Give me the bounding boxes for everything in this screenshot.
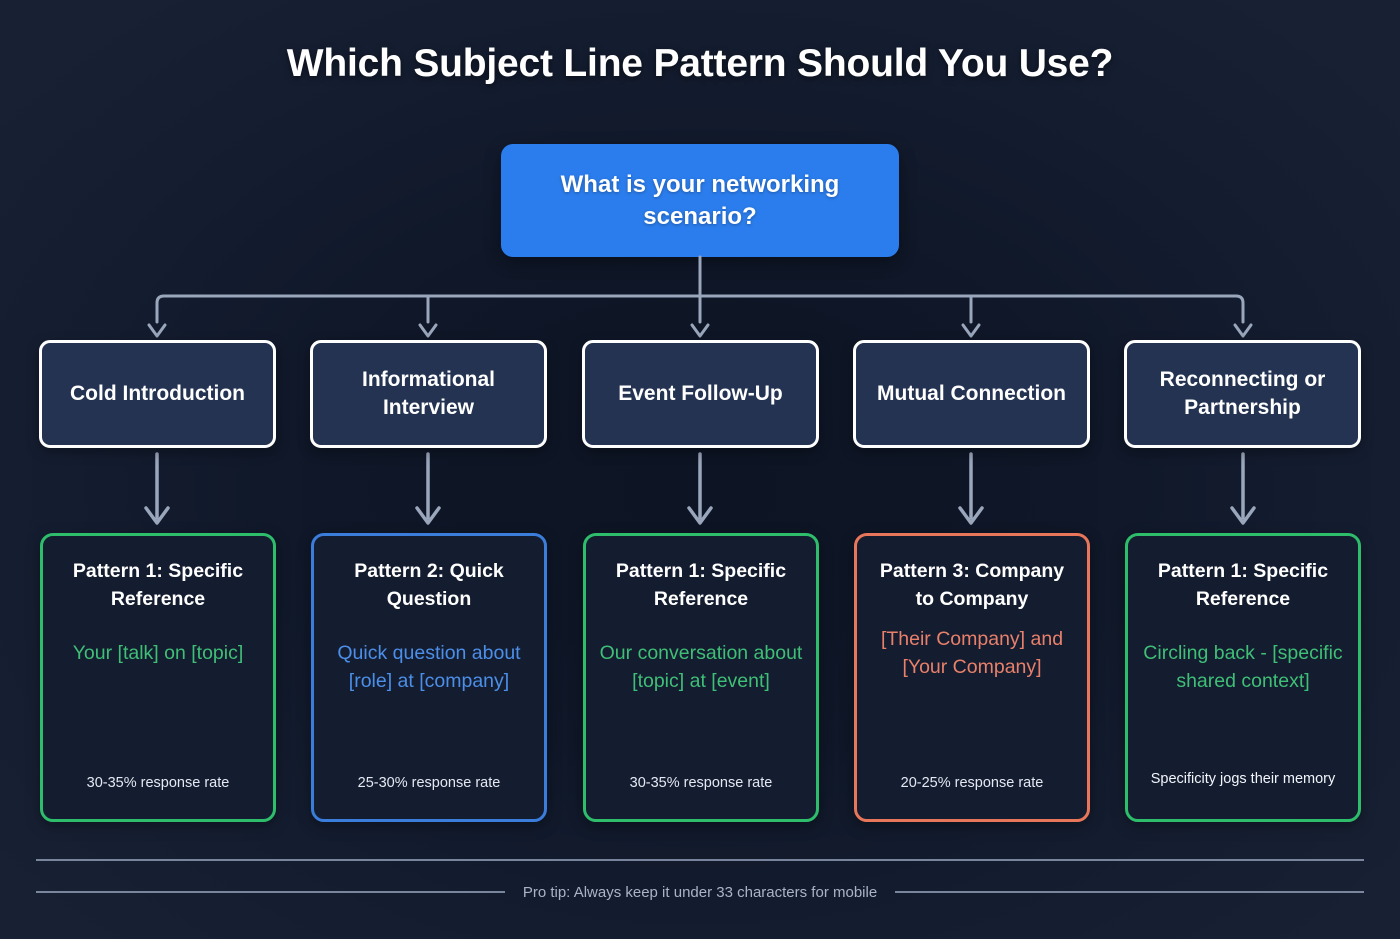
pattern-card-response-rate: 30-35% response rate [629, 775, 773, 791]
pattern-card-example: Your [talk] on [topic] [72, 642, 244, 665]
category-box-reconnecting-or-partnership[interactable]: Reconnecting or Partnership [1124, 340, 1361, 448]
category-label: Informational Interview [361, 368, 495, 419]
arrowhead-card-4 [958, 506, 984, 525]
footer-divider-top [36, 859, 1364, 861]
pattern-card-3[interactable]: Pattern 1: Specific Reference Our conver… [583, 533, 819, 822]
category-label: Cold Introduction [70, 382, 245, 406]
category-box-informational-interview[interactable]: Informational Interview [310, 340, 547, 448]
pattern-card-title: Pattern 1: Specific Reference [1157, 560, 1329, 610]
arrowhead-cat-4 [961, 323, 981, 338]
category-box-mutual-connection[interactable]: Mutual Connection [853, 340, 1090, 448]
pattern-card-example: Our conversation about [topic] at [event… [599, 642, 803, 693]
footer-tip-row: Pro tip: Always keep it under 33 charact… [36, 879, 1364, 905]
pattern-card-title: Pattern 1: Specific Reference [615, 560, 787, 610]
arrowhead-cat-5 [1233, 323, 1253, 338]
pattern-card-response-rate: 20-25% response rate [900, 775, 1044, 791]
arrowhead-card-1 [144, 506, 170, 525]
connector-bus [155, 294, 1245, 324]
pattern-card-4[interactable]: Pattern 3: Company to Company [Their Com… [854, 533, 1090, 822]
category-box-cold-introduction[interactable]: Cold Introduction [39, 340, 276, 448]
pattern-card-2[interactable]: Pattern 2: Quick Question Quick question… [311, 533, 547, 822]
category-label: Mutual Connection [877, 382, 1066, 406]
arrowhead-cat-3 [690, 323, 710, 338]
pattern-card-example: [Their Company] and [Your Company] [880, 628, 1064, 679]
category-label: Event Follow-Up [618, 382, 783, 406]
pattern-card-example: Quick question about [role] at [company] [337, 642, 521, 693]
category-label: Reconnecting or Partnership [1159, 368, 1326, 419]
page-title: Which Subject Line Pattern Should You Us… [286, 42, 1114, 85]
pattern-card-response-rate: 30-35% response rate [86, 775, 230, 791]
pattern-card-title: Pattern 2: Quick Question [354, 560, 504, 610]
pattern-card-1[interactable]: Pattern 1: Specific Reference Your [talk… [40, 533, 276, 822]
pattern-card-response-rate: 25-30% response rate [357, 775, 501, 791]
root-node-label: What is your networking scenario? [560, 170, 840, 230]
footer-line-left [36, 891, 505, 893]
pattern-card-title: Pattern 1: Specific Reference [72, 560, 244, 610]
pattern-card-note: Specificity jogs their memory [1150, 771, 1336, 787]
arrowhead-card-5 [1230, 506, 1256, 525]
root-decision-node[interactable]: What is your networking scenario? [501, 144, 899, 257]
arrowhead-cat-1 [147, 323, 167, 338]
footer-tip-text: Pro tip: Always keep it under 33 charact… [522, 883, 878, 901]
pattern-card-example: Circling back - [specific shared context… [1143, 642, 1343, 693]
arrowhead-cat-2 [418, 323, 438, 338]
category-box-event-follow-up[interactable]: Event Follow-Up [582, 340, 819, 448]
footer-line-right [895, 891, 1364, 893]
pattern-card-title: Pattern 3: Company to Company [879, 560, 1065, 610]
pattern-card-5[interactable]: Pattern 1: Specific Reference Circling b… [1125, 533, 1361, 822]
arrowhead-card-2 [415, 506, 441, 525]
arrowhead-card-3 [687, 506, 713, 525]
